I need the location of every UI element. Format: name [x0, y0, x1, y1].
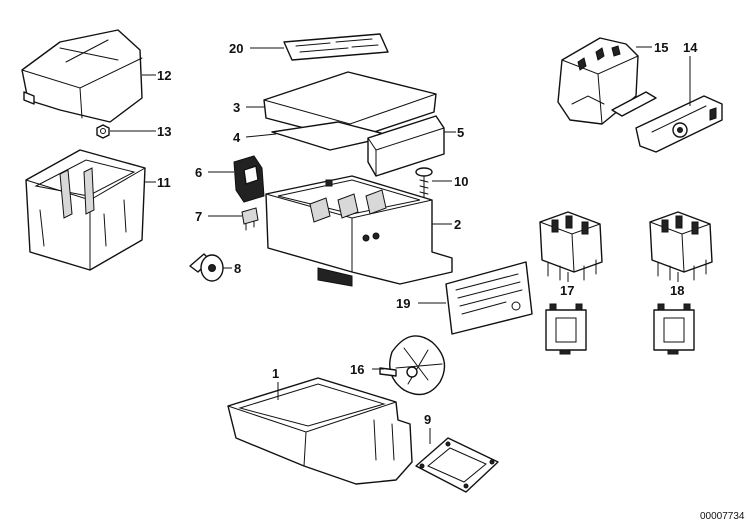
part-7-fuse [241, 207, 259, 231]
part-label-8: 8 [234, 261, 241, 276]
part-10-screw [415, 167, 433, 205]
part-label-9: 9 [424, 412, 431, 427]
part-label-1: 1 [272, 366, 279, 381]
part-5-strip [367, 115, 445, 177]
reference-code: 00007734 [700, 511, 745, 522]
part-label-10: 10 [454, 174, 468, 189]
part-12-cover [21, 29, 143, 123]
part-label-12: 12 [157, 68, 171, 83]
part-label-11: 11 [157, 175, 171, 190]
part-14-bracket [635, 95, 723, 153]
part-9-frame-gasket [415, 437, 499, 493]
part-label-19: 19 [396, 296, 410, 311]
part-label-3: 3 [233, 100, 240, 115]
part-17-footprint [545, 303, 587, 355]
part-label-14: 14 [683, 40, 698, 55]
part-18-relay-socket [649, 211, 713, 281]
part-19-label-card [445, 261, 533, 335]
part-20-label-plate [283, 33, 389, 61]
part-18-footprint [653, 303, 695, 355]
part-label-4: 4 [233, 130, 241, 145]
part-label-7: 7 [195, 209, 202, 224]
part-6-relay [233, 155, 265, 203]
part-label-5: 5 [457, 125, 464, 140]
part-3-lid [263, 71, 437, 141]
leader-4 [245, 133, 277, 138]
part-16-carrier [379, 335, 446, 396]
part-17-relay-socket [539, 211, 603, 281]
part-label-2: 2 [454, 217, 461, 232]
part-2-main-box [265, 175, 453, 287]
part-11-housing [25, 149, 146, 271]
part-label-17: 17 [560, 283, 574, 298]
part-label-18: 18 [670, 283, 684, 298]
part-8-plug [189, 253, 224, 282]
part-label-6: 6 [195, 165, 202, 180]
part-1-tray [227, 377, 413, 485]
part-label-16: 16 [350, 362, 364, 377]
part-15-clip-holder [557, 37, 657, 125]
part-label-15: 15 [654, 40, 668, 55]
part-label-20: 20 [229, 41, 243, 56]
part-label-13: 13 [157, 124, 171, 139]
part-13-nut [96, 124, 110, 139]
